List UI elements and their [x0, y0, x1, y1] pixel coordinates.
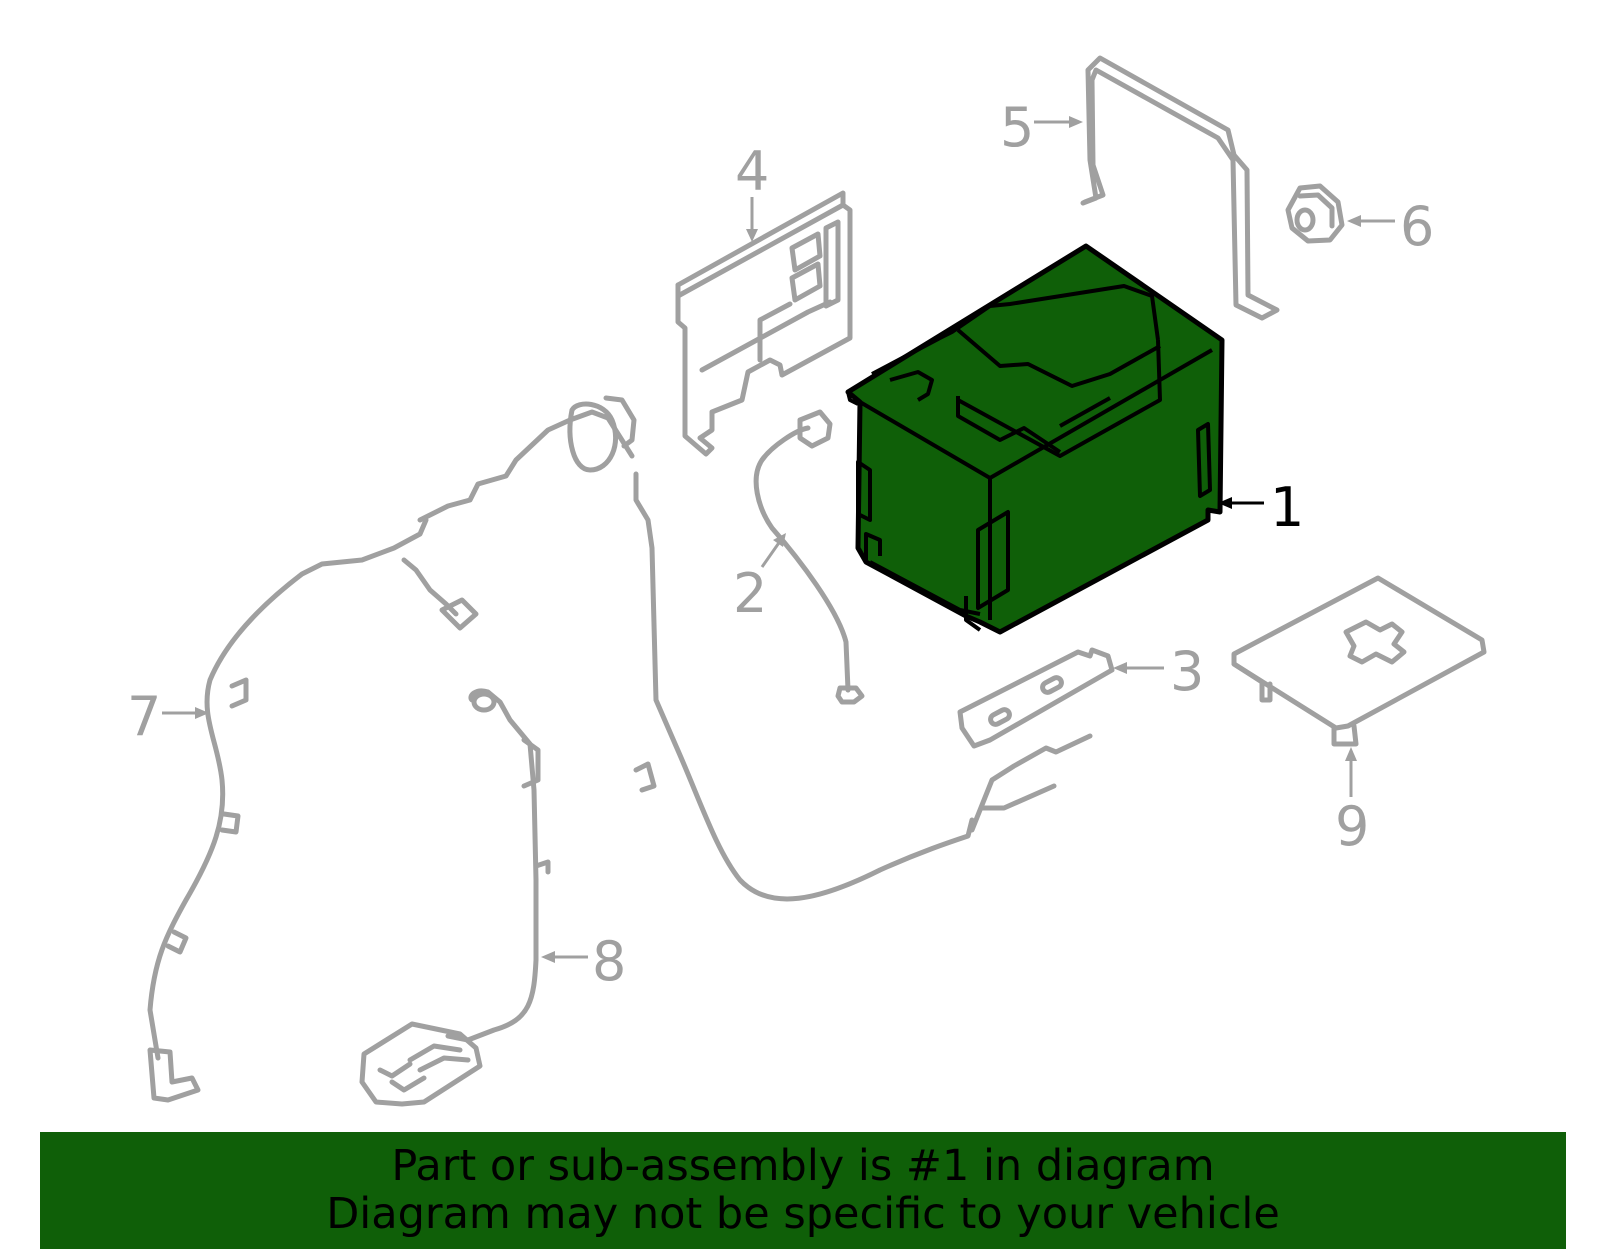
battery [845, 243, 1225, 635]
callout-1: 1 [1270, 476, 1304, 539]
info-banner: Part or sub-assembly is #1 in diagram Di… [40, 1132, 1566, 1249]
banner-line-part: Part or sub-assembly is #1 in diagram [391, 1141, 1215, 1191]
callout-6: 6 [1400, 195, 1434, 258]
callout-2: 2 [733, 562, 767, 625]
banner-line-disclaimer: Diagram may not be specific to your vehi… [326, 1189, 1280, 1239]
callout-5: 5 [1000, 96, 1034, 159]
callout-4: 4 [735, 140, 769, 203]
battery-heat-shield [675, 190, 853, 457]
negative-cable [359, 688, 551, 1107]
callout-9: 9 [1335, 795, 1369, 858]
callout-7: 7 [127, 685, 161, 748]
positive-cable-harness [147, 395, 1093, 1103]
terminal-cover [1231, 575, 1487, 747]
hold-down-bracket [1080, 55, 1280, 321]
battery-sensor-wire [753, 409, 865, 705]
hold-down-clamp [957, 647, 1115, 749]
callout-8: 8 [592, 930, 626, 993]
callout-3: 3 [1170, 640, 1204, 703]
hex-nut [1285, 183, 1345, 244]
